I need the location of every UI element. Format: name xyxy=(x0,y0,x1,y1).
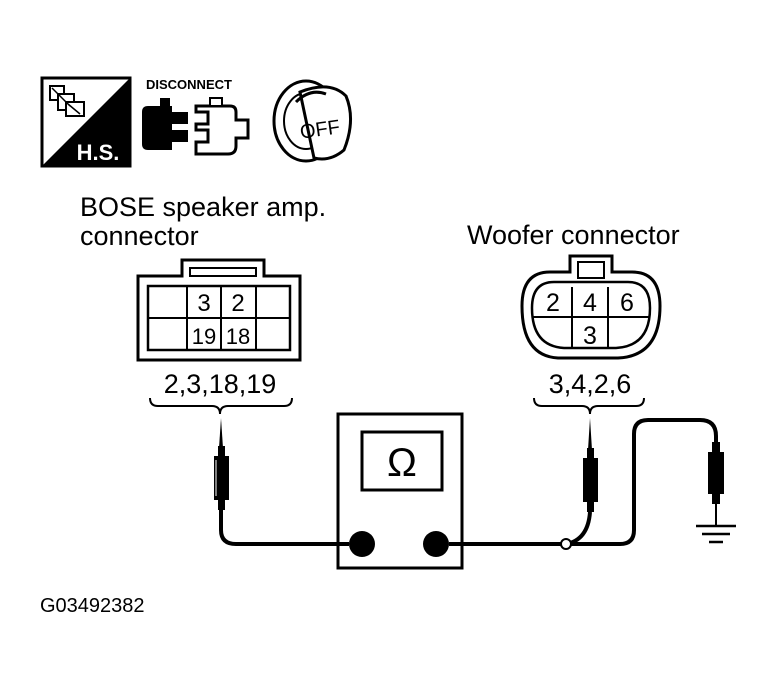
bose-pin-2: 2 xyxy=(231,290,244,317)
harness-side-icon: H.S. xyxy=(40,76,132,168)
woofer-test-pins-label: 3,4,2,6 xyxy=(549,369,632,399)
ground-test-lead xyxy=(570,418,718,546)
woofer-pin-2: 2 xyxy=(546,289,560,317)
ground-probe xyxy=(708,442,724,526)
woofer-pin-3: 3 xyxy=(583,322,597,350)
woofer-connector-title: Woofer connector xyxy=(467,220,680,250)
bose-test-pins-label: 2,3,18,19 xyxy=(164,369,277,399)
ignition-off-icon: OFF xyxy=(272,79,352,163)
wire-junction xyxy=(560,538,572,550)
ohm-symbol: Ω xyxy=(387,441,417,485)
bose-pin-18: 18 xyxy=(226,324,250,349)
meter-terminal-left xyxy=(349,531,375,557)
ohmmeter: Ω xyxy=(336,412,464,570)
right-probe xyxy=(583,418,598,512)
woofer-pin-6: 6 xyxy=(620,289,634,317)
woofer-pin-4: 4 xyxy=(583,289,597,317)
left-probe xyxy=(214,418,229,510)
figure-id: G03492382 xyxy=(40,595,145,617)
disconnect-icon: DISCONNECT xyxy=(142,77,250,156)
bose-pin-19: 19 xyxy=(192,324,216,349)
disconnect-label: DISCONNECT xyxy=(146,77,232,92)
bose-connector-title-line1: BOSE speaker amp. xyxy=(80,192,326,222)
hs-label: H.S. xyxy=(77,140,120,165)
bose-pin-3: 3 xyxy=(197,290,210,317)
meter-terminal-right xyxy=(423,531,449,557)
woofer-pins-brace xyxy=(533,397,645,415)
woofer-connector-face: 2 4 6 3 xyxy=(520,254,662,360)
bose-pins-brace xyxy=(149,397,293,415)
bose-connector-face: 3 2 19 18 xyxy=(136,258,302,362)
ground-icon xyxy=(696,524,736,544)
bose-connector-title-line2: connector xyxy=(80,221,199,251)
left-test-lead xyxy=(219,510,349,546)
